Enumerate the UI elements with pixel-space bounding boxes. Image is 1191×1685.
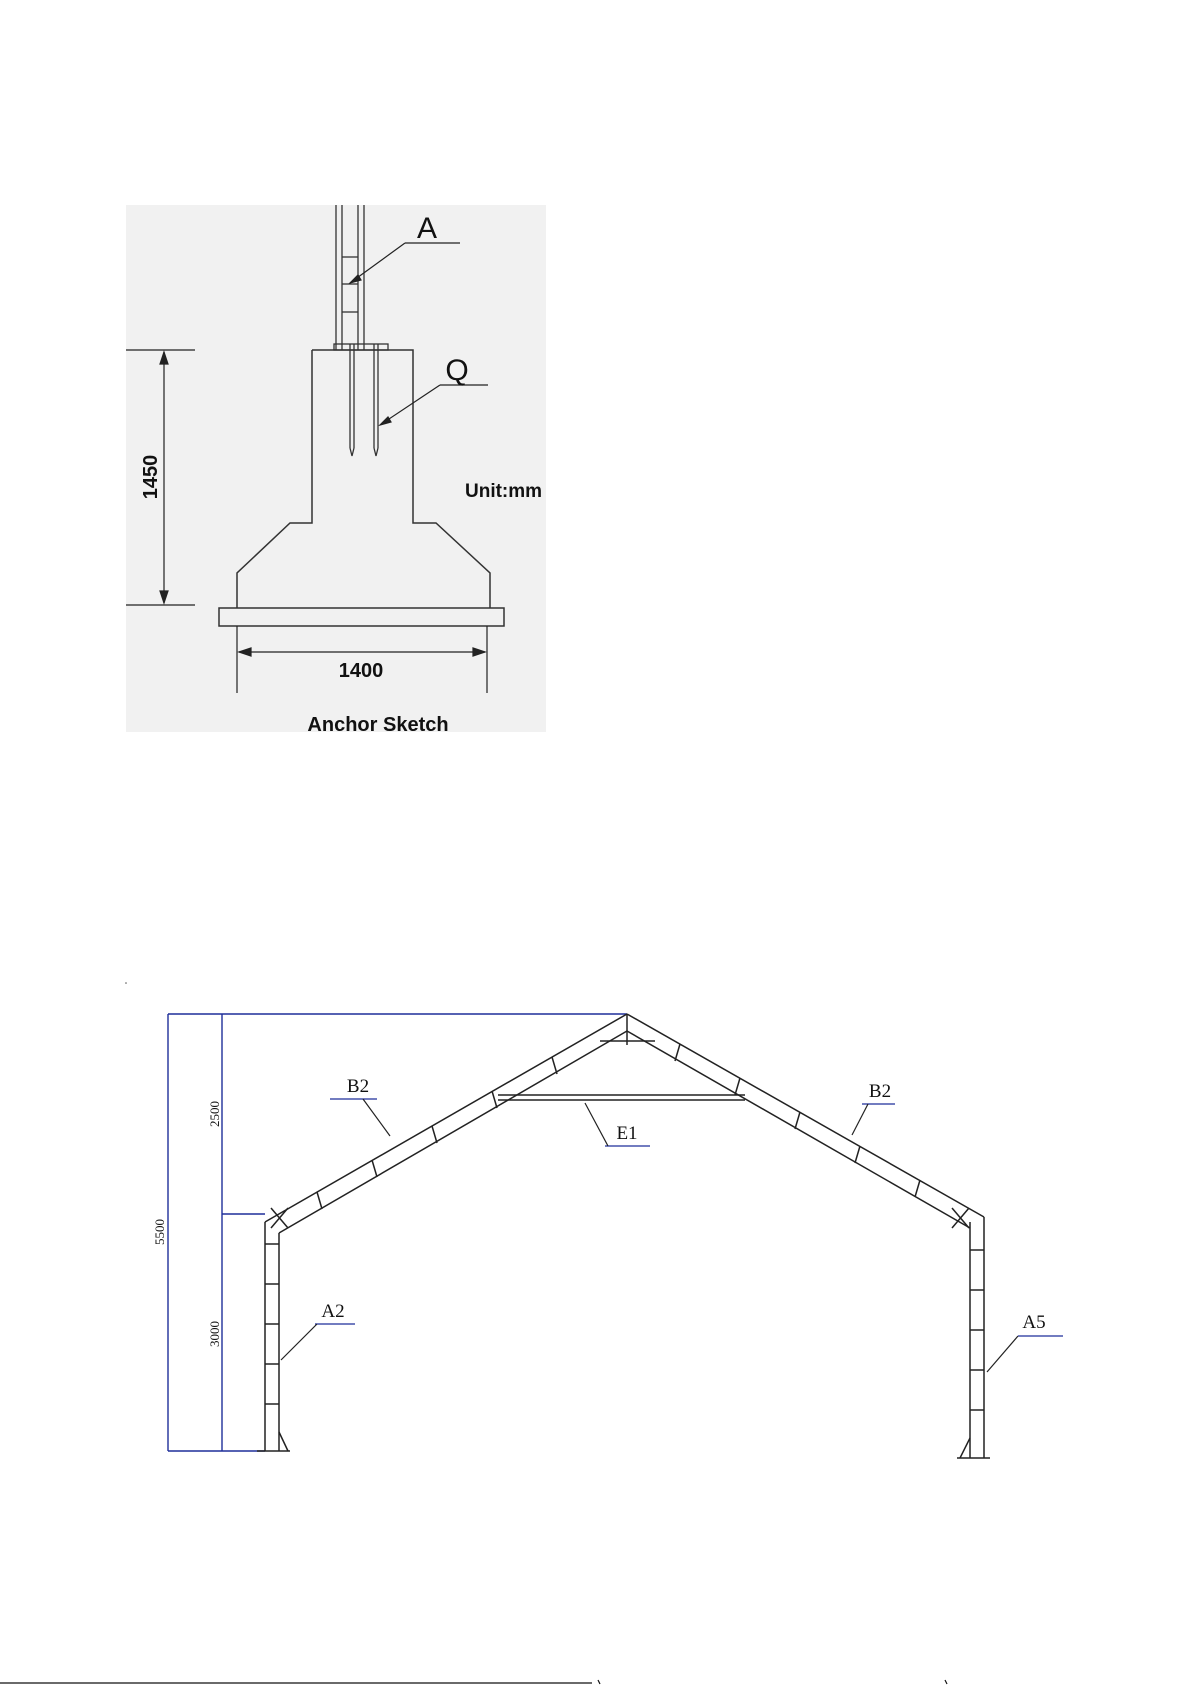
dimension-eave-height: 3000 (207, 1321, 222, 1347)
label-column-left: A2 (321, 1301, 344, 1322)
label-a: A (417, 212, 437, 245)
column-right (952, 1208, 990, 1458)
leader-column-right (987, 1336, 1063, 1372)
label-q: Q (445, 354, 468, 387)
dimension-total-height: 5500 (152, 1219, 167, 1245)
column-left (257, 1208, 290, 1451)
leader-rafter-left (330, 1099, 390, 1136)
leader-column-left (281, 1324, 355, 1360)
dimension-width-label: 1400 (339, 660, 384, 682)
unit-note: Unit:mm (465, 481, 542, 502)
tie-beam (498, 1095, 745, 1100)
label-tie-beam: E1 (616, 1123, 637, 1144)
dimension-chain (168, 1014, 627, 1451)
label-rafter-left: B2 (347, 1076, 369, 1097)
anchor-sketch: A Q Unit:mm 1450 1400 Anchor (126, 205, 546, 736)
frame-elevation: 5500 2500 3000 (125, 982, 1063, 1458)
leader-rafter-right (852, 1104, 895, 1135)
dimension-roof-height: 2500 (207, 1101, 222, 1127)
label-rafter-right: B2 (869, 1081, 891, 1102)
label-column-right: A5 (1022, 1312, 1045, 1333)
anchor-sketch-caption: Anchor Sketch (307, 714, 448, 736)
page-bottom-rule (0, 1680, 947, 1684)
dimension-height-label: 1450 (140, 455, 162, 500)
